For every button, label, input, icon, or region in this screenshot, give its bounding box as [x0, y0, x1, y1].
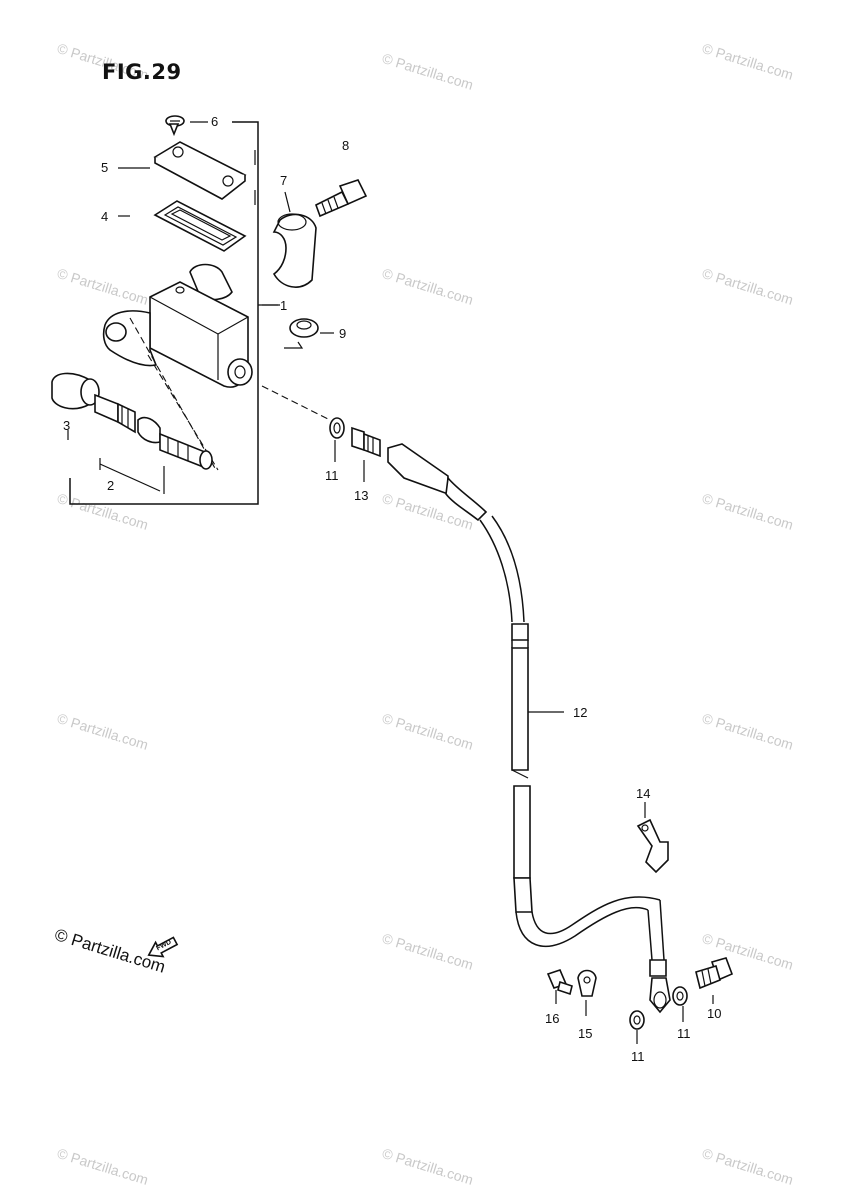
callout-12: 12 — [573, 705, 588, 720]
part-2-piston-set — [51, 372, 213, 494]
callout-11-lower-right: 11 — [677, 1026, 691, 1041]
callout-2: 2 — [107, 478, 115, 493]
callout-11-upper: 11 — [325, 468, 339, 483]
part-14-hose-clamp — [636, 802, 669, 874]
part-10-union-bolt — [695, 957, 734, 1004]
callout-3: 3 — [63, 418, 71, 433]
callout-9: 9 — [339, 326, 347, 341]
part-5-reservoir-cap — [118, 141, 247, 200]
callout-11-lower-left: 11 — [631, 1049, 645, 1064]
callout-5: 5 — [101, 160, 109, 175]
part-8-clamp-bolt — [315, 179, 368, 218]
part-11-washer-lower-right — [672, 986, 688, 1022]
callout-4: 4 — [101, 209, 109, 224]
callout-16: 16 — [545, 1011, 560, 1026]
callout-1: 1 — [280, 298, 288, 313]
callout-6: 6 — [211, 114, 219, 129]
forward-arrow-icon — [147, 936, 179, 958]
figure-title: FIG.29 — [102, 60, 182, 84]
part-15-clamp — [577, 969, 597, 1016]
part-9-boot — [284, 318, 334, 349]
part-4-diaphragm-plate — [118, 200, 247, 252]
callout-7: 7 — [280, 173, 288, 188]
hose-banjo-fitting — [649, 977, 671, 1014]
part-13-union-bolt — [351, 426, 381, 482]
part-11-washer-upper — [329, 417, 345, 462]
part-1-master-cylinder — [102, 263, 278, 471]
callout-15: 15 — [578, 1026, 593, 1041]
callout-10: 10 — [707, 1006, 722, 1021]
assembly-leader — [261, 385, 331, 421]
callout-13: 13 — [354, 488, 369, 503]
part-6-screw — [165, 115, 208, 137]
part-12-brake-hose — [387, 443, 667, 977]
callout-8: 8 — [342, 138, 350, 153]
part-11-washer-lower-left — [629, 1010, 645, 1044]
callout-14: 14 — [636, 786, 651, 801]
part-16-bolt — [546, 969, 573, 1004]
part-7-handlebar-clamp — [272, 191, 317, 288]
